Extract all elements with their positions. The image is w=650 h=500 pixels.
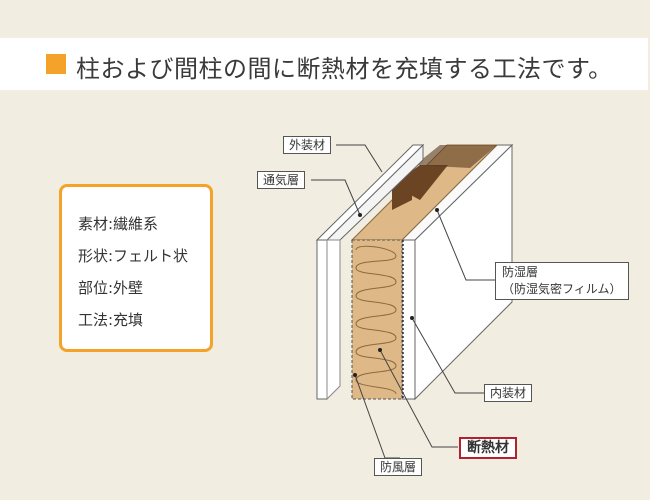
- label-vapor-barrier: 防湿層 （防湿気密フィルム）: [495, 262, 629, 300]
- label-vapor-barrier-sub: （防湿気密フィルム）: [502, 282, 622, 296]
- label-exterior: 外装材: [283, 136, 332, 154]
- exterior-panel: [315, 143, 425, 401]
- info-material: 素材:繊維系: [78, 215, 159, 233]
- info-box: 素材:繊維系 形状:フェルト状 部位:外壁 工法:充填: [59, 184, 213, 352]
- label-windbreak: 防風層: [374, 458, 423, 476]
- page-title: 柱および間柱の間に断熱材を充填する工法です。: [76, 55, 613, 83]
- leader-dots: [353, 208, 439, 377]
- label-interior: 内装材: [484, 384, 533, 402]
- header-band: [0, 38, 648, 90]
- label-insulation: 断熱材: [459, 437, 517, 459]
- info-shape: 形状:フェルト状: [78, 247, 189, 265]
- info-method: 工法:充填: [78, 311, 144, 329]
- insulation: [350, 144, 499, 400]
- label-vapor-barrier-main: 防湿層: [502, 265, 539, 279]
- label-ventilation: 通気層: [257, 171, 306, 189]
- info-part: 部位:外壁: [78, 279, 144, 297]
- bullet-square-icon: [46, 54, 66, 74]
